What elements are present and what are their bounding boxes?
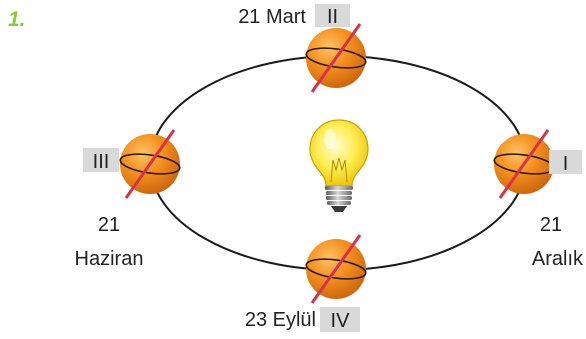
roman-box-iv bbox=[320, 307, 360, 332]
roman-label-i: I bbox=[563, 153, 569, 175]
roman-label-ii: II bbox=[327, 6, 338, 28]
date-label-i-month: Aralık bbox=[532, 248, 584, 270]
date-label-iv: 23 Eylül bbox=[245, 309, 316, 331]
earth-icon bbox=[305, 23, 367, 93]
question-number: 1. bbox=[8, 8, 26, 31]
date-label-iii-day: 21 bbox=[98, 214, 120, 236]
roman-label-iii: III bbox=[93, 151, 110, 173]
date-label-i-day: 21 bbox=[540, 214, 562, 236]
earth-icon bbox=[305, 234, 367, 304]
lightbulb-icon bbox=[309, 119, 369, 212]
roman-box-i bbox=[549, 150, 582, 174]
roman-box-ii bbox=[315, 4, 350, 27]
roman-box-iii bbox=[83, 148, 119, 172]
earth-icon bbox=[119, 129, 181, 199]
earth-icon bbox=[493, 129, 555, 199]
date-label-ii: 21 Mart bbox=[238, 6, 306, 28]
date-label-iii-month: Haziran bbox=[75, 248, 144, 270]
roman-label-iv: IV bbox=[331, 310, 351, 332]
